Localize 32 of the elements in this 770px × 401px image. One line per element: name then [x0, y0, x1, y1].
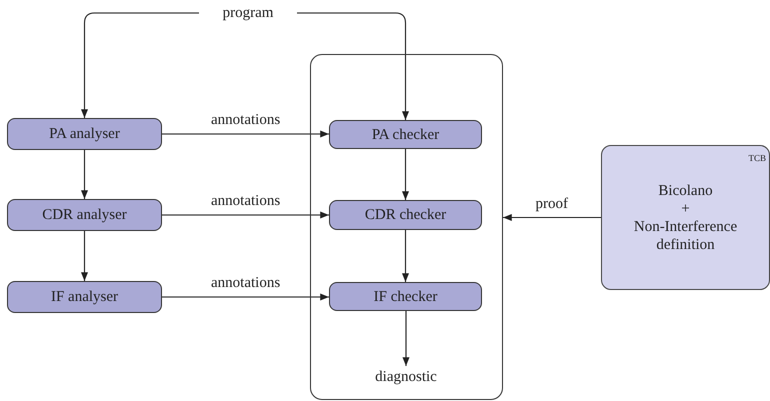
label-text: diagnostic — [361, 366, 451, 388]
node-label: CDR checker — [364, 206, 446, 224]
node-label: IF checker — [374, 288, 438, 306]
node-label: IF analyser — [50, 288, 118, 306]
label-text: program — [199, 2, 297, 24]
corner-label: TCB — [748, 153, 766, 164]
node-label: Bicolano — [658, 182, 713, 200]
node-label: + — [681, 200, 690, 218]
arrow — [162, 130, 329, 138]
arrow — [80, 231, 88, 281]
arrow — [402, 311, 410, 366]
arrow — [503, 214, 601, 222]
arrow — [162, 293, 329, 301]
process-box — [329, 282, 482, 311]
edge-label: proof — [532, 196, 571, 212]
tcb-box — [601, 145, 770, 290]
process-box — [7, 281, 162, 313]
arrow — [80, 150, 88, 199]
process-box — [7, 118, 162, 150]
arrow — [402, 230, 410, 282]
arrow — [162, 211, 329, 219]
arrow — [297, 12, 410, 120]
node-label: Non-Interference definition — [632, 218, 738, 254]
process-box — [329, 120, 482, 149]
arrow — [402, 149, 410, 200]
node-label: PA analyser — [49, 125, 120, 143]
arrow — [80, 12, 199, 118]
process-box — [7, 199, 162, 231]
node-label: CDR analyser — [42, 206, 127, 224]
process-box — [329, 200, 482, 230]
group-box — [310, 54, 503, 400]
node-label: PA checker — [372, 126, 440, 144]
